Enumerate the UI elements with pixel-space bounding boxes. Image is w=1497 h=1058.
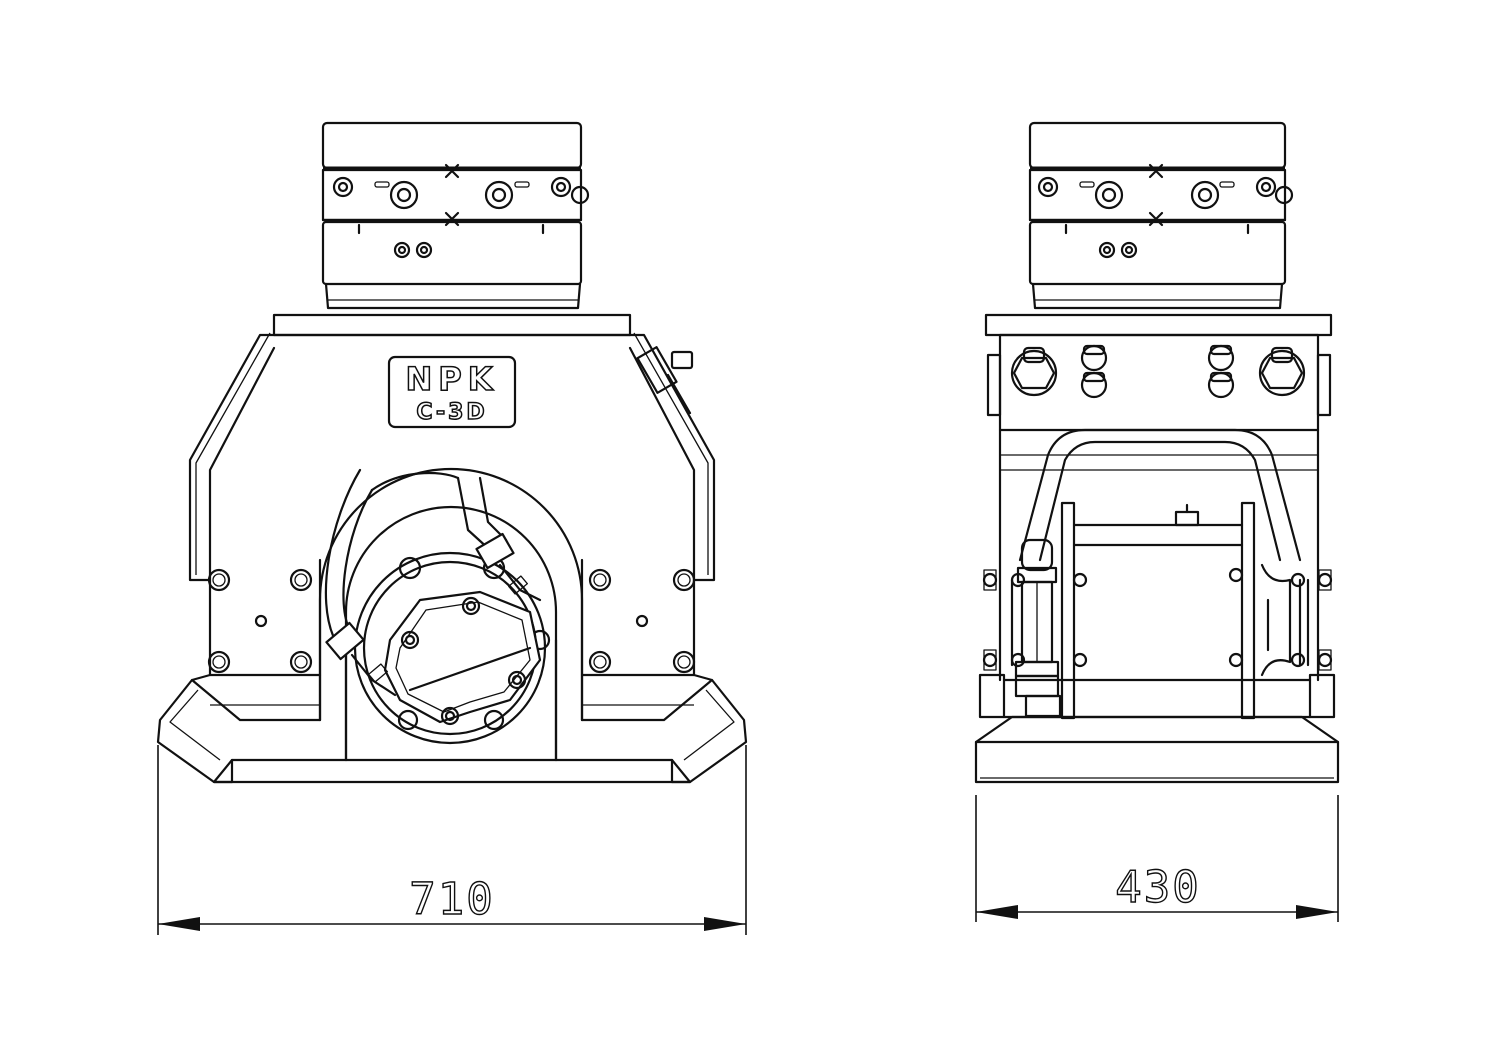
dimension-side: 430 [975,795,1339,922]
mount-plate [272,313,632,337]
dimension-front: 710 [157,745,747,935]
front-view: NPK C-3D [156,121,748,935]
brand-label: NPK [405,360,498,398]
hoses [324,468,542,697]
side-view: 430 [974,121,1340,922]
dimension-side-label: 430 [1115,862,1200,913]
side-frame [974,313,1340,784]
frame-bolts [207,568,696,674]
rotator-head [321,121,590,310]
motor-housing [318,467,584,762]
model-label: C-3D [416,400,487,425]
side-rotator-head [1028,121,1294,310]
logo-plate: NPK C-3D [387,355,517,429]
dimension-front-label: 710 [409,874,494,925]
